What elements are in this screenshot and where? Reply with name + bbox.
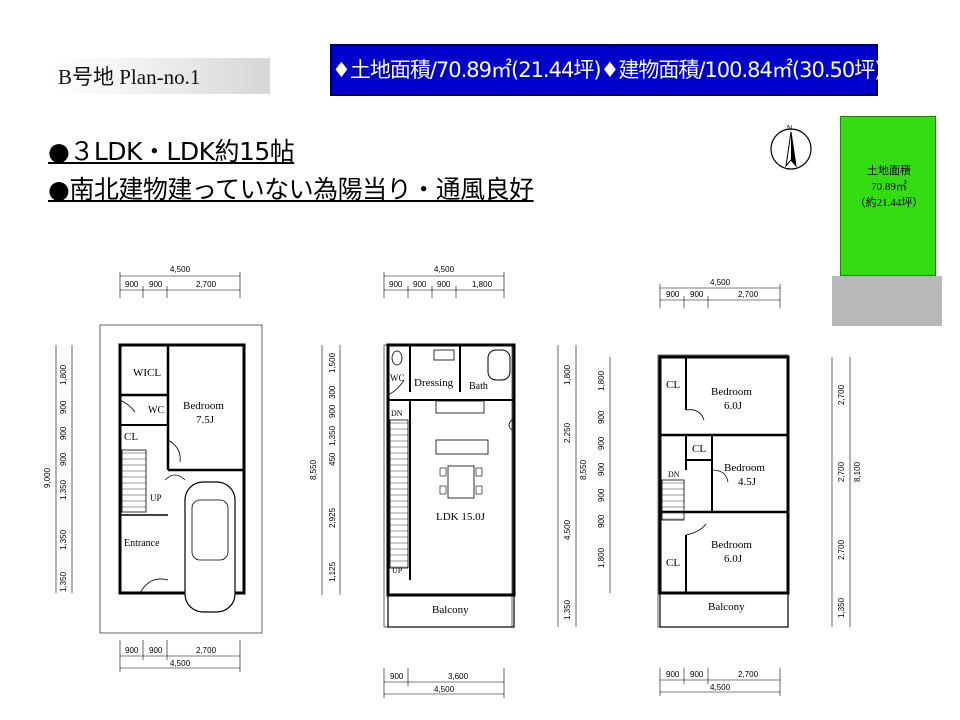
f1-left-dim-1: 1,800: [59, 364, 68, 385]
land-label: 土地面積: [867, 165, 911, 177]
f3-room-bedroom-3: Bedroom: [711, 539, 752, 551]
f3-right-dim-1: 2,700: [837, 384, 846, 405]
f3-room-bedroom-1-size: 6.0J: [724, 400, 743, 412]
f2-room-dressing: Dressing: [414, 377, 454, 389]
north-compass-icon: N: [770, 125, 812, 170]
f2-left-dim-5: 450: [328, 452, 337, 466]
f1-left-dim-3: 900: [59, 426, 68, 440]
f2-left-dim-1: 1,500: [328, 352, 337, 373]
f3-left-dim-1: 1,800: [597, 370, 606, 391]
f2-room-bath: Bath: [469, 381, 488, 392]
f1-top-dim-3: 2,700: [196, 280, 217, 289]
f2-bottom-dim-1: 900: [390, 672, 404, 681]
f3-left-dim-2: 900: [597, 410, 606, 424]
f3-top-total: 4,500: [710, 278, 731, 287]
f2-top-dim-4: 1,800: [472, 280, 493, 289]
f1-room-cl: CL: [124, 431, 138, 443]
f3-left-dim-7: 1,800: [597, 547, 606, 568]
f2-stair-dn: DN: [391, 409, 403, 418]
floor-2-plan: 4,500 900 900 900 1,800: [309, 265, 588, 698]
f2-right-dim-1: 1,800: [563, 364, 572, 385]
f2-left-total: 8,550: [309, 459, 318, 480]
f3-bottom-total: 4,500: [710, 683, 731, 692]
f3-room-cl-2: CL: [692, 443, 706, 455]
f2-top-dim-3: 900: [437, 280, 451, 289]
f3-right-dim-3: 2,700: [837, 539, 846, 560]
f1-left-dim-4: 900: [59, 452, 68, 466]
f1-bottom-dim-1: 900: [125, 646, 139, 655]
f1-top-total: 4,500: [170, 265, 191, 274]
f1-room-bedroom-size: 7.5J: [196, 414, 215, 426]
f3-room-bedroom-2: Bedroom: [724, 462, 765, 474]
land-tsubo: （約21.44坪）: [854, 197, 924, 209]
f2-left-dim-4: 1,350: [328, 425, 337, 446]
floor-1-plan: 4,500 900 900 2,700 WICL WC CL Bedroom 7…: [43, 265, 263, 672]
f3-top-dim-2: 900: [690, 290, 704, 299]
f2-top-total: 4,500: [434, 265, 455, 274]
f1-left-dim-2: 900: [59, 400, 68, 414]
f2-room-ldk: LDK 15.0J: [436, 511, 486, 523]
f3-left-dim-5: 900: [597, 488, 606, 502]
floor-3-plan: 4,500 900 900 2,700 CL Bedroom 6.0J CL B…: [597, 278, 862, 696]
f1-room-wicl: WICL: [133, 367, 161, 379]
f2-right-dim-3: 4,500: [563, 519, 572, 540]
f1-room-bedroom: Bedroom: [183, 400, 224, 412]
f2-left-dim-2: 300: [328, 385, 337, 399]
land-plot: 土地面積 70.89㎡ （約21.44坪）: [840, 116, 936, 276]
f2-left-dim-6: 2,925: [328, 507, 337, 528]
f1-left-dim-7: 1,350: [59, 571, 68, 592]
f1-bottom-total: 4,500: [170, 659, 191, 668]
area-banner: ♦土地面積/70.89㎡(21.44坪)♦建物面積/100.84㎡(30.50坪…: [330, 44, 882, 96]
f3-room-cl-1: CL: [666, 379, 680, 391]
f1-bottom-dim-2: 900: [149, 646, 163, 655]
f3-top-dim-1: 900: [666, 290, 680, 299]
f1-room-entrance: Entrance: [124, 538, 160, 549]
f3-bottom-dim-2: 900: [690, 670, 704, 679]
plan-title: B号地 Plan-no.1: [58, 65, 201, 89]
f3-stair-dn: DN: [668, 470, 680, 479]
road-area: [832, 276, 942, 326]
f1-left-dim-6: 1,350: [59, 529, 68, 550]
f3-right-dim-4: 1,350: [837, 597, 846, 618]
f1-left-total: 9,000: [43, 467, 52, 488]
f3-left-dim-4: 900: [597, 462, 606, 476]
f2-bottom-dim-2: 3,600: [448, 672, 469, 681]
f2-left-dim-7: 1,125: [328, 561, 337, 582]
plan-title-box: B号地 Plan-no.1: [48, 58, 270, 94]
f2-bottom-total: 4,500: [434, 685, 455, 694]
f2-right-dim-2: 2,250: [563, 422, 572, 443]
f1-room-wc: WC: [148, 405, 164, 416]
feature-line-2: ●南北建物建っていない為陽当り・通風良好: [48, 175, 534, 204]
f3-room-bedroom-1: Bedroom: [711, 386, 752, 398]
f3-bottom-dim-1: 900: [666, 670, 680, 679]
f3-room-balcony: Balcony: [708, 601, 745, 613]
f1-top-dim-2: 900: [149, 280, 163, 289]
f3-bottom-dim-3: 2,700: [738, 670, 759, 679]
f2-room-balcony: Balcony: [432, 604, 469, 616]
f2-right-total: 8,550: [579, 459, 588, 480]
f1-stair-up: UP: [150, 493, 162, 503]
f3-left-dim-6: 900: [597, 514, 606, 528]
land-area-label: 土地面積 70.89㎡ （約21.44坪）: [841, 163, 937, 211]
f1-top-dim-1: 900: [125, 280, 139, 289]
f2-top-dim-1: 900: [389, 280, 403, 289]
land-value: 70.89㎡: [871, 181, 907, 193]
f3-right-total: 8,100: [853, 461, 862, 482]
f2-right-dim-4: 1,350: [563, 599, 572, 620]
f3-room-bedroom-3-size: 6.0J: [724, 553, 743, 565]
f3-top-dim-3: 2,700: [738, 290, 759, 299]
f1-left-dim-5: 1,350: [59, 479, 68, 500]
f2-left-dim-3: 900: [328, 404, 337, 418]
f3-room-bedroom-2-size: 4.5J: [738, 476, 757, 488]
f3-left-dim-3: 900: [597, 436, 606, 450]
f2-room-wc: WC: [390, 373, 405, 383]
compass-letter: N: [787, 125, 792, 132]
f2-stair-up: UP: [392, 566, 403, 575]
feature-line-1: ●３LDK・LDK約15帖: [48, 137, 295, 166]
f2-top-dim-2: 900: [413, 280, 427, 289]
f3-room-cl-3: CL: [666, 557, 680, 569]
f1-bottom-dim-3: 2,700: [196, 646, 217, 655]
f3-right-dim-2: 2,700: [837, 461, 846, 482]
